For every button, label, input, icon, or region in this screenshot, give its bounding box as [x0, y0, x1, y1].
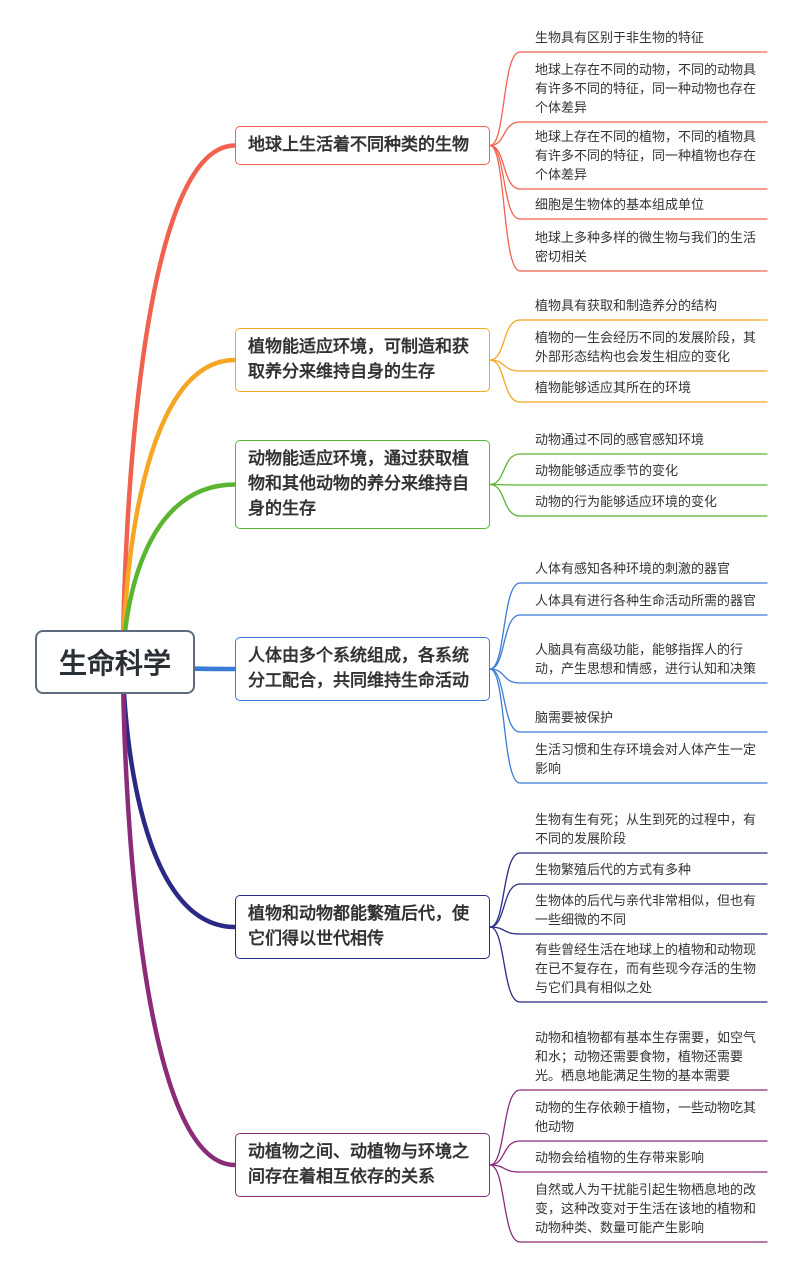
root-node[interactable]: 生命科学 [35, 630, 195, 694]
leaf-connector [489, 483, 768, 486]
leaf-connector [489, 1164, 768, 1173]
branch-connector [120, 357, 238, 665]
leaf-node[interactable]: 动物能够适应季节的变化 [535, 464, 679, 479]
leaf-node[interactable]: 地球上存在不同的动物，不同的动物具有许多不同的特征，同一种动物也存在个体差异 [535, 63, 757, 116]
leaf-connector [489, 51, 768, 147]
leaf-connector [489, 668, 768, 784]
leaf-connector [489, 926, 768, 935]
leaf-connector [489, 144, 768, 272]
leaf-connector [489, 668, 768, 684]
leaf-connector [489, 582, 768, 670]
leaf-node[interactable]: 动物的行为能够适应环境的变化 [535, 495, 718, 510]
leaf-connector [489, 121, 768, 147]
leaf-connector [489, 883, 768, 928]
leaf-node[interactable]: 人体具有进行各种生命活动所需的器官 [535, 594, 757, 609]
leaf-connector [489, 319, 768, 361]
branch-connector [120, 143, 238, 665]
branch-node[interactable]: 动物能适应环境，通过获取植物和其他动物的养分来维持自身的生存 [235, 440, 490, 529]
branch-node[interactable]: 植物能适应环境，可制造和获取养分来维持自身的生存 [235, 328, 490, 392]
leaf-node[interactable]: 植物能够适应其所在的环境 [535, 381, 692, 396]
branch-connector [120, 659, 238, 1168]
leaf-connector [489, 144, 768, 220]
leaf-node[interactable]: 细胞是生物体的基本组成单位 [535, 198, 705, 213]
leaf-node[interactable]: 人体有感知各种环境的刺激的器官 [535, 562, 731, 577]
leaf-connector [489, 614, 768, 670]
leaf-node[interactable]: 有些曾经生活在地球上的植物和动物现在已不复存在，而有些现今存活的生物与它们具有相… [535, 943, 757, 996]
leaf-node[interactable]: 脑需要被保护 [535, 711, 614, 726]
leaf-connector [489, 144, 768, 190]
leaf-node[interactable]: 动物的生存依赖于植物，一些动物吃其他动物 [535, 1101, 757, 1135]
leaf-connector [489, 1089, 768, 1166]
leaf-connector [489, 1140, 768, 1166]
branch-node[interactable]: 植物和动物都能繁殖后代，使它们得以世代相传 [235, 895, 490, 959]
branch-node[interactable]: 人体由多个系统组成，各系统分工配合，共同维持生命活动 [235, 637, 490, 701]
leaf-node[interactable]: 植物的一生会经历不同的发展阶段，其外部形态结构也会发生相应的变化 [535, 331, 757, 365]
branch-node[interactable]: 地球上生活着不同种类的生物 [235, 126, 490, 165]
leaf-node[interactable]: 动物通过不同的感官感知环境 [535, 433, 705, 448]
leaf-node[interactable]: 地球上多种多样的微生物与我们的生活密切相关 [535, 231, 757, 265]
leaf-node[interactable]: 生物有生有死；从生到死的过程中，有不同的发展阶段 [535, 813, 757, 847]
leaf-connector [489, 852, 768, 928]
leaf-node[interactable]: 生物具有区别于非生物的特征 [535, 31, 705, 46]
leaf-connector [489, 359, 768, 372]
leaf-connector [489, 453, 768, 486]
leaf-node[interactable]: 生物繁殖后代的方式有多种 [535, 863, 692, 878]
branch-node[interactable]: 动植物之间、动植物与环境之间存在着相互依存的关系 [235, 1133, 490, 1197]
leaf-node[interactable]: 人脑具有高级功能，能够指挥人的行动，产生思想和情感，进行认知和决策 [535, 643, 757, 677]
leaf-node[interactable]: 自然或人为干扰能引起生物栖息地的改变，这种改变对于生活在该地的植物和动物种类、数… [535, 1183, 757, 1236]
leaf-node[interactable]: 生活习惯和生存环境会对人体产生一定影响 [535, 743, 757, 777]
leaf-node[interactable]: 生物体的后代与亲代非常相似，但也有一些细微的不同 [535, 894, 757, 928]
leaf-node[interactable]: 动物会给植物的生存带来影响 [535, 1151, 705, 1166]
leaf-connector [489, 359, 768, 403]
leaf-connector [489, 668, 768, 733]
branch-connector [120, 659, 238, 930]
leaf-node[interactable]: 动物和植物都有基本生存需要，如空气和水；动物还需要食物，植物还需要光。栖息地能满… [535, 1031, 757, 1084]
leaf-node[interactable]: 植物具有获取和制造养分的结构 [535, 299, 718, 314]
leaf-connector [489, 926, 768, 1003]
leaf-connector [489, 1164, 768, 1243]
leaf-connector [489, 483, 768, 517]
leaf-node[interactable]: 地球上存在不同的植物，不同的植物具有许多不同的特征，同一种植物也存在个体差异 [535, 130, 757, 183]
